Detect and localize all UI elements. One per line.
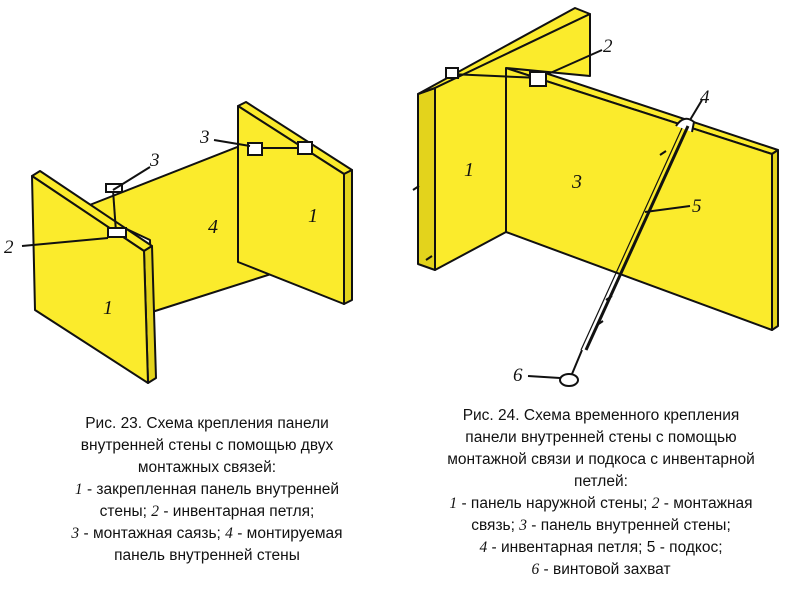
fig24-cap-t1: - панель наружной стены;	[457, 495, 652, 512]
fig24-label-panel-inner: 3	[571, 171, 582, 193]
fig23-loop-left-top	[105, 183, 123, 193]
fig23-leader-2	[21, 237, 109, 247]
fig23-label-tie-left: 3	[149, 150, 160, 171]
fig23-label-loop: 2	[4, 237, 14, 258]
fig23-panel-fixed-right-side	[343, 169, 353, 305]
fig23-cap-n2: 2	[151, 503, 160, 520]
fig23-caption-line: Рис. 23. Схема крепления панели	[85, 415, 329, 432]
fig24-leader-6	[527, 375, 561, 379]
fig24-label-panel-outer: 1	[464, 159, 474, 181]
fig23-cap-t3: - монтажная саязь;	[79, 525, 226, 542]
fig23-cap-t1: - закрепленная панель внутренней	[82, 481, 340, 498]
fig23-panel-fixed	[31, 175, 149, 384]
fig24-hardware	[412, 49, 703, 387]
fig23-label-tie-top: 3	[199, 127, 210, 148]
fig23-leader-3-left	[112, 166, 151, 191]
fig23-leader-3-top	[213, 139, 251, 147]
fig23-cap-t1b: стены;	[99, 503, 152, 520]
fig24-clamp-stem	[571, 349, 583, 375]
fig24-clamp	[559, 373, 579, 387]
fig24-cap-n4: 4	[479, 539, 488, 556]
fig23-tie-left	[112, 189, 117, 233]
fig23-label-panel-fixed: 1	[103, 297, 113, 319]
fig24-strut-inner	[580, 127, 683, 351]
fig23-caption: Рис. 23. Схема крепления панели внутренн…	[18, 413, 396, 567]
fig23-caption-line: 1 - закрепленная панель внутренней	[18, 479, 396, 501]
fig23-caption-line: монтажных связей:	[137, 459, 277, 476]
fig24-tie-loop-left	[445, 67, 459, 79]
fig23-cap-n1: 1	[74, 481, 83, 498]
fig24-caption-line: 4 - инвентарная петля; 5 - подкос;	[405, 537, 797, 559]
fig24-label-tie: 2	[603, 36, 613, 57]
fig24-strut	[584, 125, 690, 351]
fig24-cap-n2: 2	[651, 495, 660, 512]
fig23-caption-line: стены; 2 - инвентарная петля;	[18, 501, 396, 523]
fig24-tie-loop-right	[529, 71, 547, 87]
fig24-panel-outer-front-strip	[417, 87, 436, 271]
fig23-loop-top-left	[247, 142, 263, 156]
fig24-caption-line: панели внутренней стены с помощью	[465, 429, 737, 446]
fig23-caption-line: панель внутренней стены	[114, 547, 300, 564]
fig24-cap-n1: 1	[449, 495, 458, 512]
fig24-caption-line: связь; 3 - панель внутренней стены;	[405, 515, 797, 537]
fig24-label-strut: 5	[692, 196, 702, 217]
fig24-label-loop: 4	[700, 87, 710, 108]
fig24-caption-line: Рис. 24. Схема временного крепления	[462, 407, 740, 424]
diagram-canvas: 1 1 4 3 3 2 1 3 2 4 5 6	[4, 7, 779, 387]
fig24-panel-outer	[434, 13, 591, 271]
fig24-leader-5	[644, 205, 691, 213]
fig23-caption-line: 3 - монтажная саязь; 4 - монтируемая	[18, 523, 396, 545]
fig23-caption-line: внутренней стены с помощью двух	[80, 437, 334, 454]
fig24-caption-line: 1 - панель наружной стены; 2 - монтажная	[405, 493, 797, 515]
fig24-cap-t2: - монтажная	[659, 495, 753, 512]
fig24-cap-t3: - панель внутренней стены;	[526, 517, 731, 534]
fig24-caption-line: монтажной связи и подкоса с инвентарной	[447, 451, 755, 468]
fig24-caption-line: 6 - винтовой захват	[405, 559, 797, 581]
fig24-tie	[449, 73, 541, 79]
fig24-label-clamp: 6	[513, 365, 523, 386]
fig24-tick-marks	[412, 150, 667, 326]
fig23-label-panel-mounted: 4	[208, 216, 218, 238]
fig24-cap-t4: - инвентарная петля; 5 - подкос;	[487, 539, 723, 556]
fig23-loop-top-right	[297, 141, 313, 155]
fig24-caption-line: петлей:	[574, 473, 628, 490]
fig24-leader-4	[689, 99, 703, 121]
fig23-cap-t4: - монтируемая	[232, 525, 343, 542]
fig24-leader-2	[547, 49, 603, 75]
fig23-cap-n4: 4	[225, 525, 233, 542]
fig24-cap-n3: 3	[519, 517, 527, 534]
fig23-hardware	[21, 139, 313, 247]
fig24-cap-n6: 6	[531, 561, 540, 578]
figure-24	[417, 7, 779, 331]
fig23-label-panel-fixed-right: 1	[308, 205, 318, 227]
fig24-caption: Рис. 24. Схема временного крепления пане…	[405, 405, 797, 581]
fig23-loop-left-bottom	[107, 227, 127, 238]
fig23-cap-t2: - инвентарная петля;	[159, 503, 315, 520]
fig23-cap-n3: 3	[71, 525, 80, 542]
fig24-cap-t6: - винтовой захват	[539, 561, 671, 578]
fig24-cap-t2b: связь;	[471, 517, 520, 534]
fig24-loop	[675, 117, 696, 133]
